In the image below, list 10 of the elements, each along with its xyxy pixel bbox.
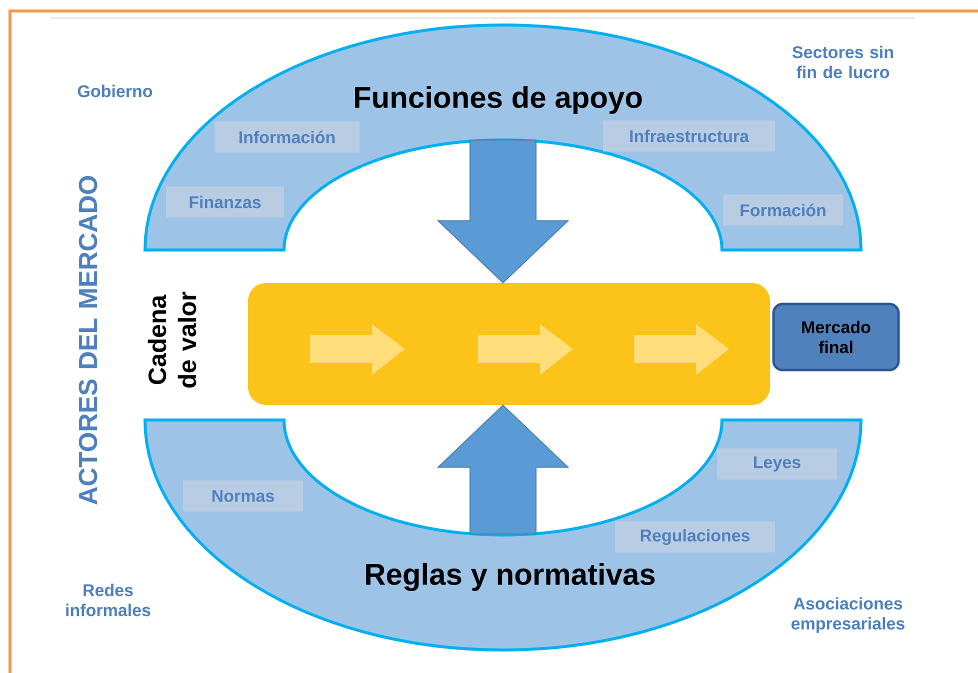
text-patch: Información [214,122,360,152]
text-patch: Leyes [717,448,837,480]
side-label: Cadena de valor [148,292,196,388]
text-patch: Formación [723,194,843,226]
text-patch: Finanzas [166,186,284,218]
text-patch: Normas [183,480,303,512]
text-patch: Infraestructura [603,120,775,152]
market-box: Mercado final [772,302,900,372]
text-patch: Regulaciones [615,522,775,552]
actor-label: ACTORES DEL MERCADO [78,176,98,504]
